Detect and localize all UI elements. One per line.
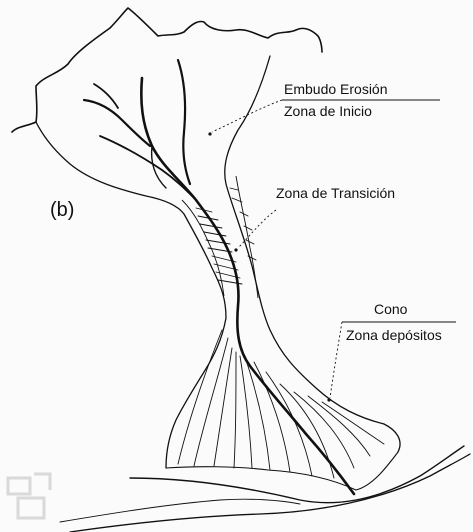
tributary-southwest [100, 136, 194, 198]
main-channel [141, 78, 354, 494]
label-funnel-subtitle: Zona de Inicio [284, 104, 372, 118]
leader-cone-pointer [330, 322, 342, 398]
funnel-left-boundary [36, 122, 226, 468]
label-cone-subtitle: Zona depósitos [346, 328, 442, 342]
marker-cone [327, 398, 330, 401]
cone-bottom-edge [166, 452, 398, 490]
label-transition: Zona de Transición [276, 186, 395, 200]
transition-hatching [196, 188, 256, 284]
marker-funnel [208, 132, 211, 135]
watermark-seal [0, 468, 56, 524]
label-funnel-title: Embudo Erosión [284, 82, 388, 96]
panel-letter: (b) [50, 200, 74, 220]
label-cone-title: Cono [374, 302, 407, 316]
tributary-north [178, 60, 190, 184]
basin-outline [12, 8, 322, 132]
marker-transition [234, 248, 237, 251]
